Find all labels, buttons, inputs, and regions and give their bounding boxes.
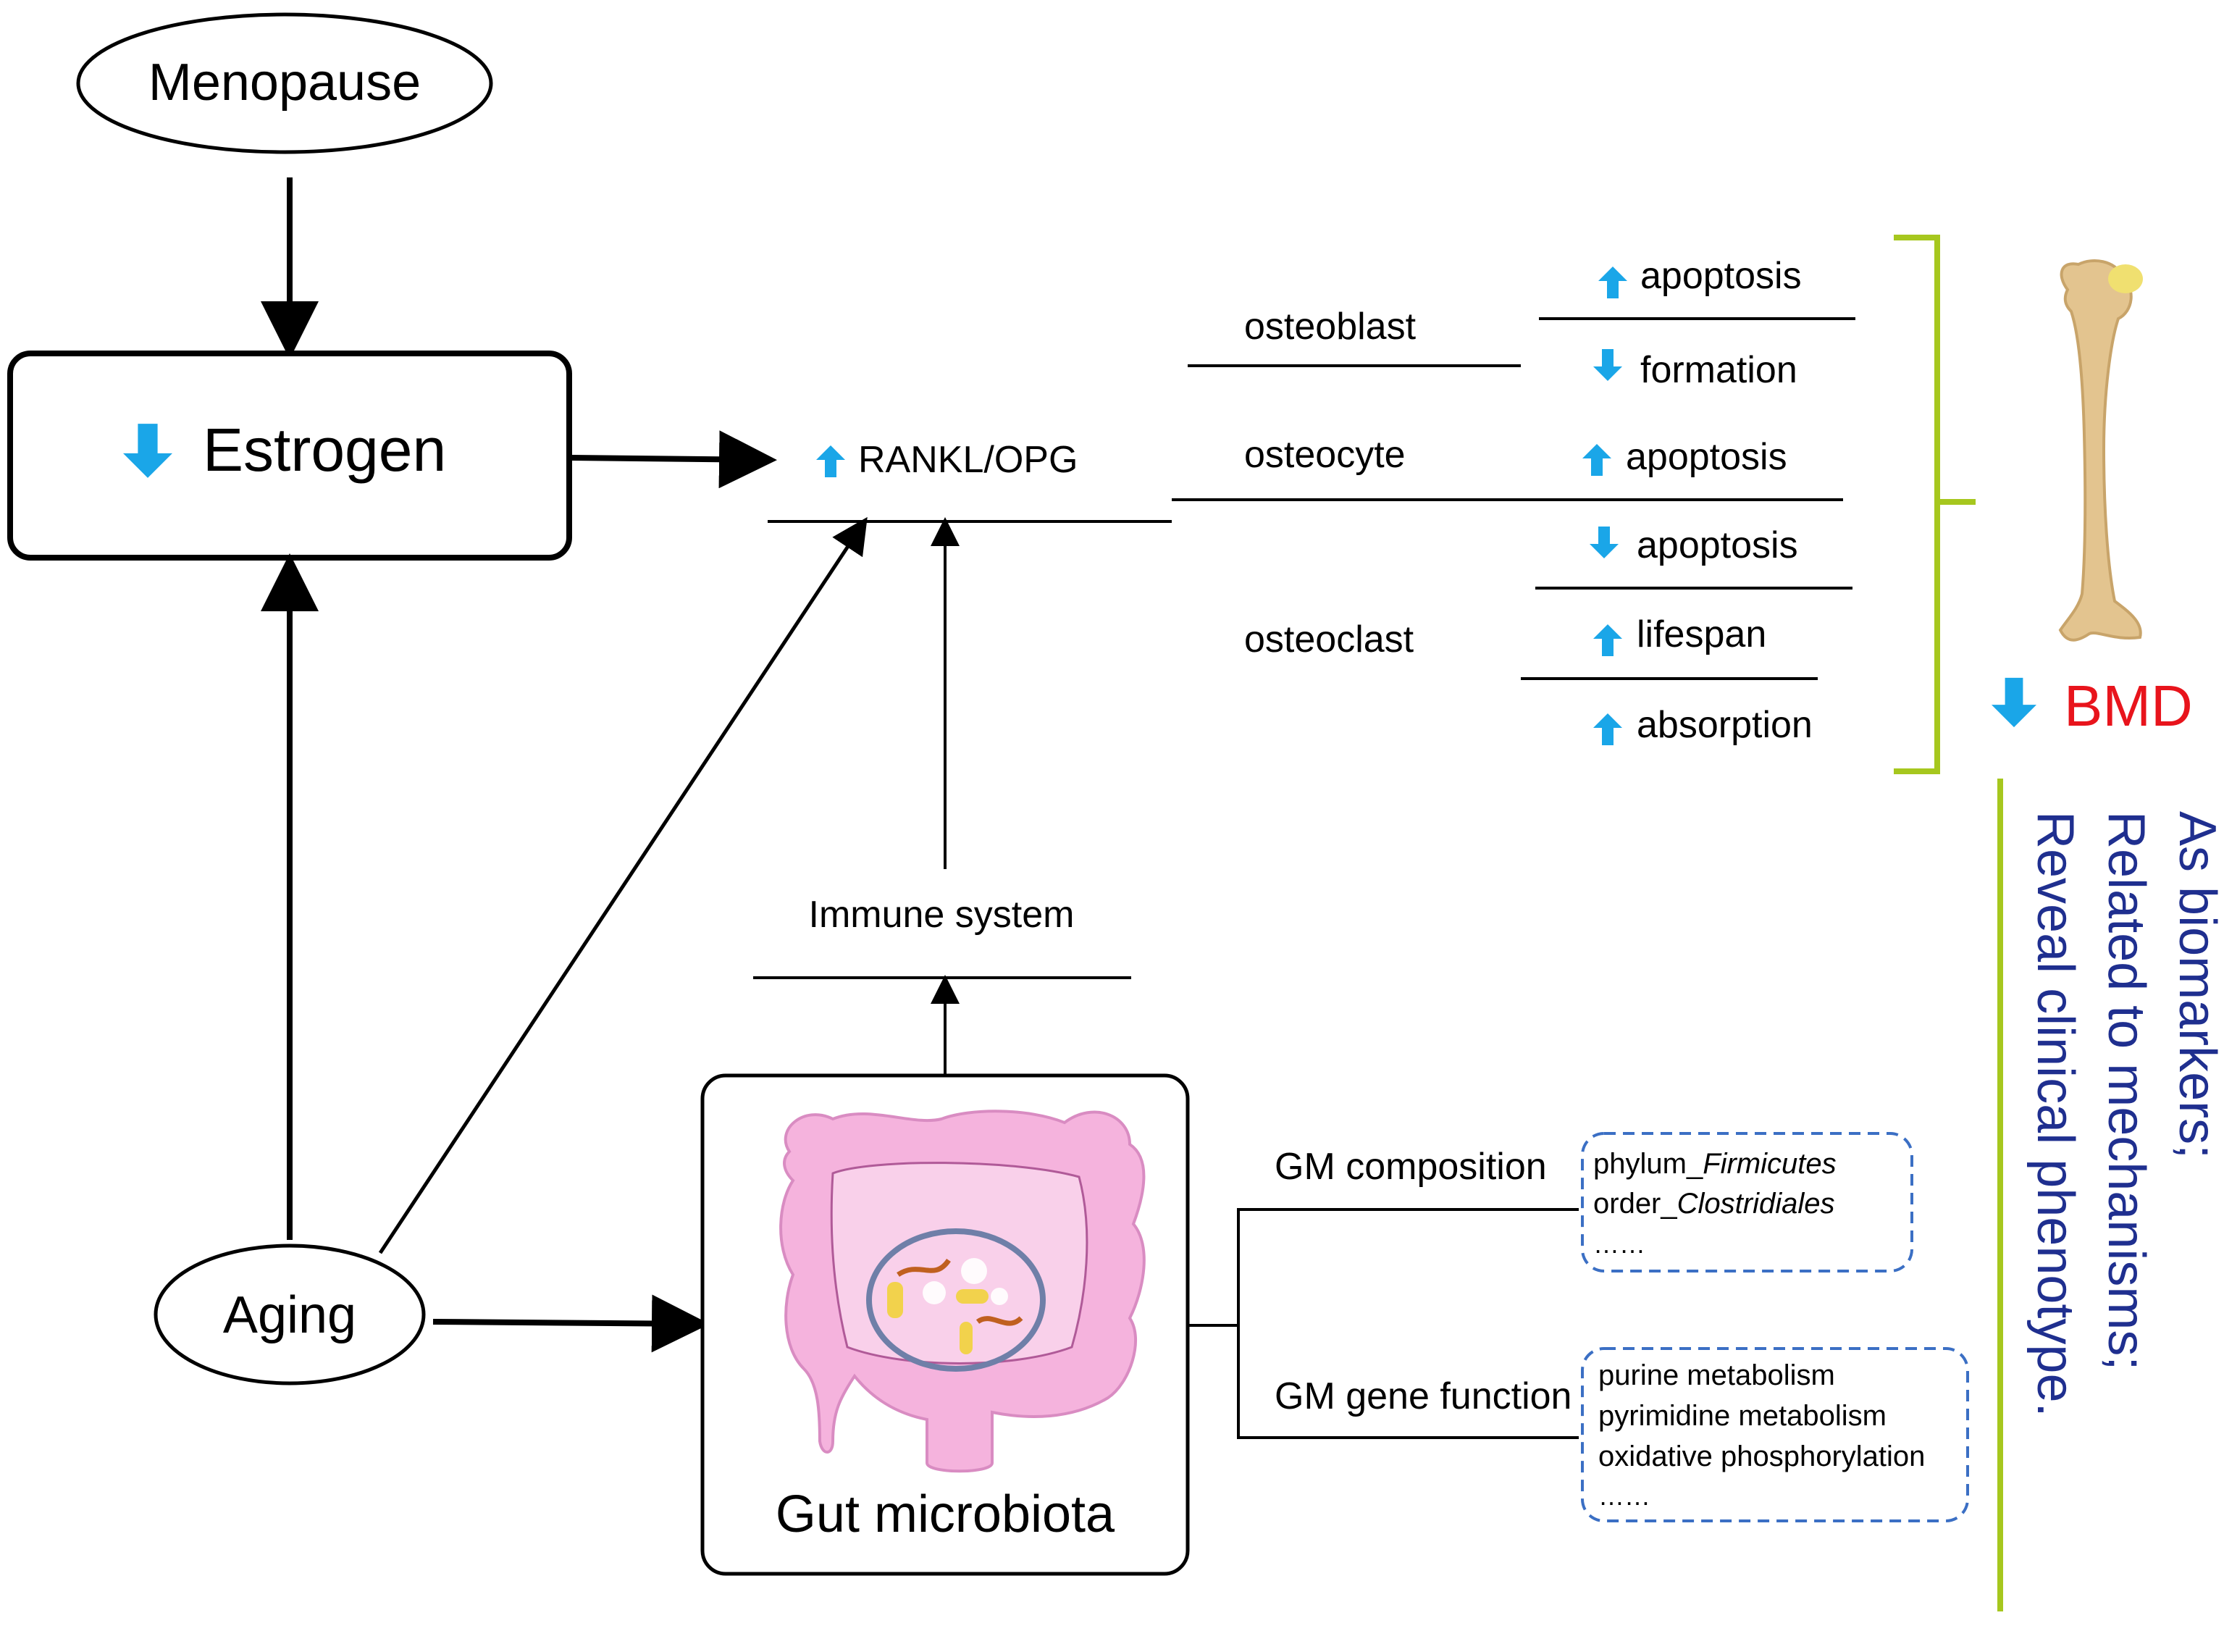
femur-bone-icon [2058,259,2143,642]
aging-label: Aging [223,1286,356,1344]
svg-text:order_Clostridiales: order_Clostridiales [1593,1188,1834,1220]
osteoblast-label: osteoblast [1244,306,1417,348]
arrow-aging-rankl [378,516,868,1254]
composition-ellipsis: …… [1593,1229,1645,1259]
side-text-phenotype: Reveal clinical phenotype. [2026,811,2084,1417]
effects-bracket [1894,235,1976,774]
function-item: pyrimidine metabolism [1598,1400,1887,1432]
estrogen-label: Estrogen [203,416,446,484]
function-item: oxidative phosphorylation [1598,1441,1925,1472]
gm-composition-label: GM composition [1275,1146,1547,1188]
composition-phylum-prefix: phylum_ [1593,1148,1703,1180]
menopause-label: Menopause [148,54,421,112]
osteoblast-apoptosis: apoptosis [1640,255,1802,297]
gm-function-box: purine metabolism pyrimidine metabolism … [1581,1347,1969,1522]
side-text-group: As biomarkers; Related to mechanisms; Re… [2026,811,2224,1417]
svg-text:phylum_Firmicutes: phylum_Firmicutes [1593,1148,1837,1180]
composition-order-name: Clostridiales [1677,1188,1835,1220]
bmd-label: BMD [2064,674,2193,738]
function-item: purine metabolism [1598,1359,1835,1391]
function-ellipsis: …… [1598,1481,1650,1511]
gm-branch-lines [1188,1208,1579,1439]
rankl-opg-node: RANKL/OPG [768,439,1172,523]
gut-microbiota-node: Gut microbiota [700,1073,1190,1576]
intestine-icon [779,1110,1146,1473]
composition-phylum-name: Firmicutes [1703,1148,1836,1180]
cell-tree-lines [1172,317,1855,680]
up-arrow-icon [1582,444,1611,476]
up-arrow-icon [816,445,845,477]
rankl-opg-label: RANKL/OPG [858,439,1078,481]
arrow-estrogen-rankl [571,430,777,489]
estrogen-node: Estrogen [7,351,572,561]
osteoclast-apoptosis: apoptosis [1637,524,1798,566]
gut-microbiota-label: Gut microbiota [776,1485,1115,1543]
osteoclast-lifespan: lifespan [1637,613,1766,655]
arrow-aging-gut [432,1294,710,1353]
down-arrow-icon [1992,677,2036,728]
up-arrow-icon [1598,267,1627,298]
side-text-biomarkers: As biomarkers; [2168,811,2224,1159]
osteoclast-absorption: absorption [1637,704,1813,746]
side-text-mechanisms: Related to mechanisms; [2097,811,2155,1370]
up-arrow-icon [1593,624,1622,656]
gm-composition-box: phylum_Firmicutes order_Clostridiales …… [1581,1132,1913,1272]
osteocyte-apoptosis: apoptosis [1626,436,1787,478]
composition-order-prefix: order_ [1593,1188,1677,1220]
down-arrow-icon [1593,349,1622,381]
immune-system-label: Immune system [809,894,1075,936]
menopause-node: Menopause [76,12,493,154]
osteoblast-formation: formation [1640,349,1797,391]
osteoclast-label: osteoclast [1244,619,1414,661]
osteocyte-label: osteocyte [1244,434,1406,476]
down-arrow-icon [1590,527,1619,558]
immune-system-node: Immune system [753,894,1131,979]
up-arrow-icon [1593,713,1622,745]
gm-function-label: GM gene function [1275,1375,1572,1417]
aging-node: Aging [154,1244,426,1385]
